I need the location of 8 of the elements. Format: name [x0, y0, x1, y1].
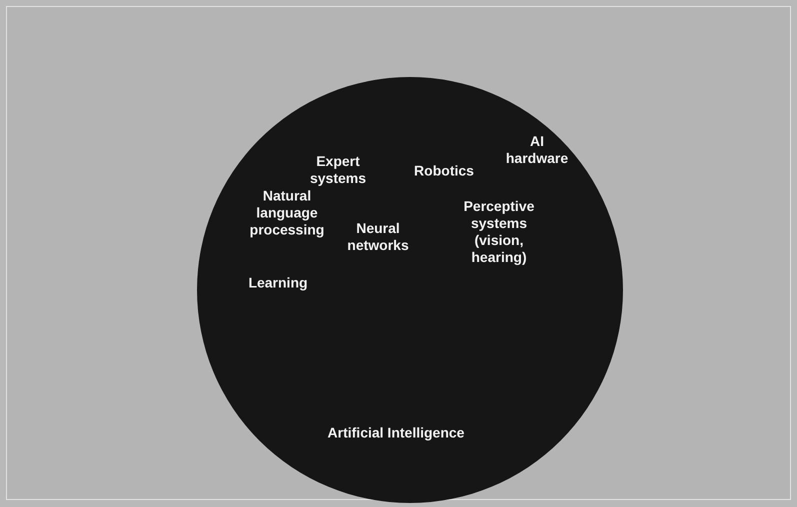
topic-label: AI hardware [504, 133, 570, 167]
topic-label: Artificial Intelligence [326, 424, 466, 442]
topic-label: Learning [247, 274, 309, 292]
topic-label: Expert systems [308, 153, 368, 187]
topic-label: Natural language processing [248, 188, 326, 238]
topic-label: Robotics [413, 162, 475, 180]
topic-label: Perceptive systems (vision, hearing) [462, 198, 536, 266]
topic-label: Neural networks [346, 220, 410, 254]
